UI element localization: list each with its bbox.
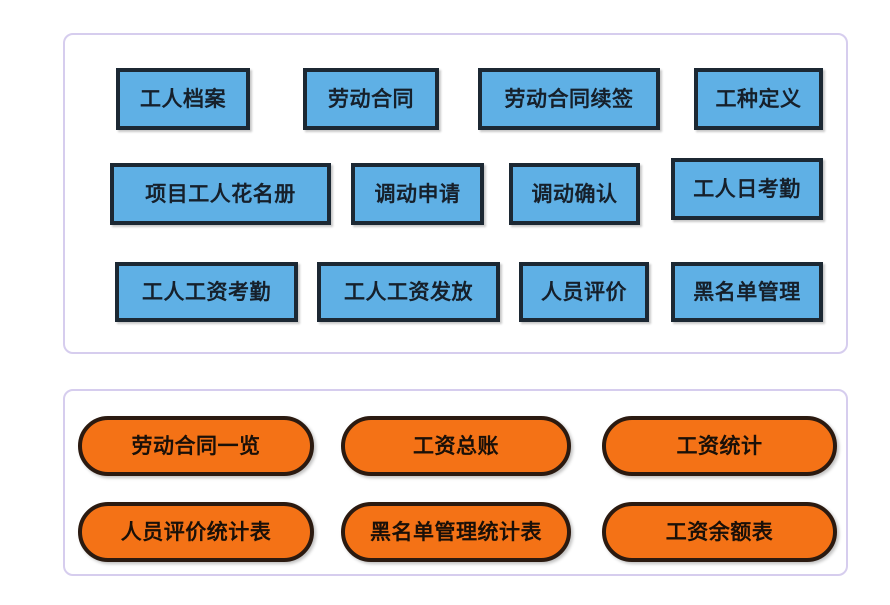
form-button[interactable]: 劳动合同续签 [478,68,660,130]
form-button[interactable]: 调动申请 [351,163,484,225]
form-button[interactable]: 工人工资发放 [317,262,500,322]
form-button[interactable]: 劳动合同 [303,68,439,130]
report-button[interactable]: 工资统计 [602,416,837,476]
report-button[interactable]: 黑名单管理统计表 [341,502,571,562]
form-button[interactable]: 调动确认 [509,163,640,225]
form-button[interactable]: 工人日考勤 [671,158,823,220]
report-button[interactable]: 劳动合同一览 [78,416,314,476]
report-button[interactable]: 人员评价统计表 [78,502,314,562]
form-button[interactable]: 工人工资考勤 [115,262,298,322]
form-button[interactable]: 工人档案 [116,68,250,130]
form-button[interactable]: 工种定义 [694,68,823,130]
report-button[interactable]: 工资余额表 [602,502,837,562]
form-button[interactable]: 黑名单管理 [671,262,823,322]
report-button[interactable]: 工资总账 [341,416,571,476]
form-button[interactable]: 人员评价 [519,262,649,322]
form-button[interactable]: 项目工人花名册 [110,163,331,225]
